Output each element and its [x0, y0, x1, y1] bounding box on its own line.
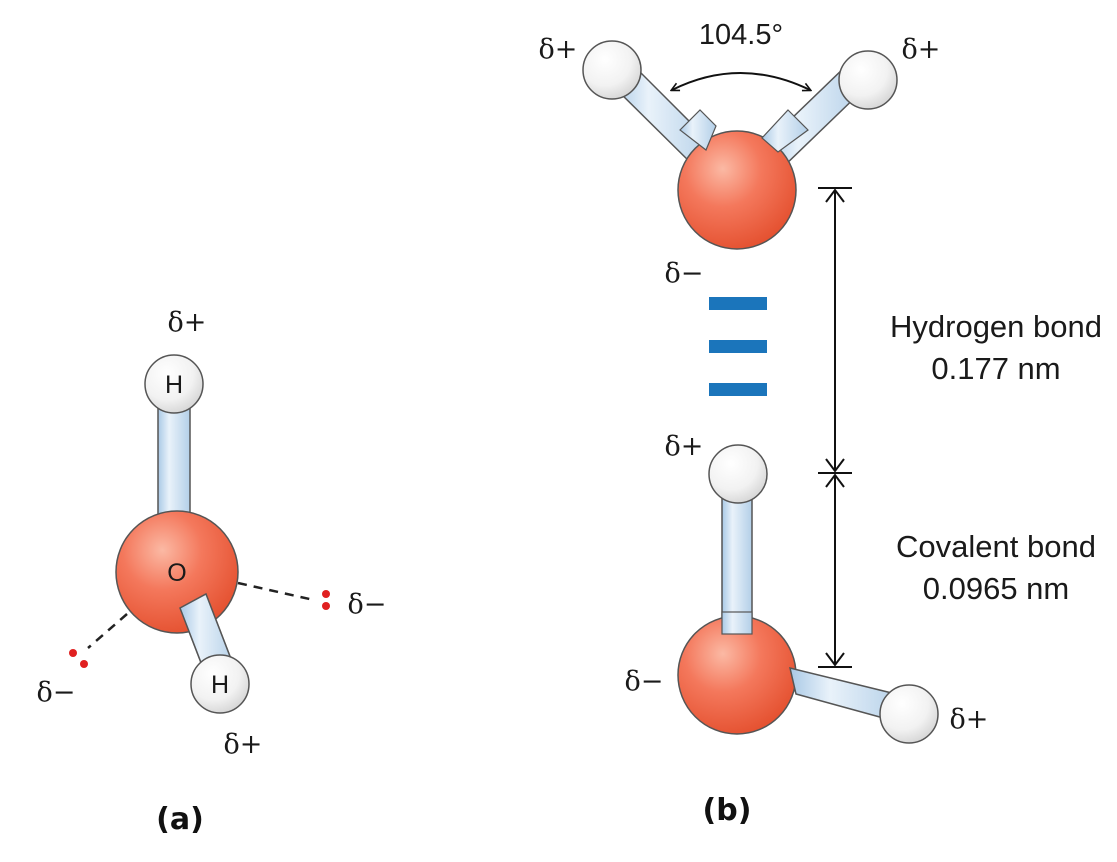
- panel-b-lower-top-hydrogen-atom: [708, 444, 768, 504]
- hydrogen-bond-label: Hydrogen bond: [890, 309, 1102, 344]
- panel-b-delta-lower-oxygen: δ−: [625, 666, 664, 697]
- panel-a-label: (a): [156, 802, 204, 837]
- hydrogen-bond-length: 0.177 nm: [931, 351, 1060, 386]
- panel-b-delta-lower-right: δ+: [950, 704, 989, 735]
- panel-b-upper-oxygen-atom: [677, 130, 797, 250]
- panel-a-left-lone-pair-dots: [69, 649, 88, 668]
- panel-a-delta-top: δ+: [168, 307, 207, 338]
- panel-a-top-hydrogen-label: H: [165, 371, 183, 399]
- panel-a-top-hydrogen-atom: [144, 354, 204, 414]
- panel-b-bond-angle-arc: [672, 72, 810, 90]
- panel-a-delta-left: δ−: [37, 677, 76, 708]
- panel-a-bottom-hydrogen-atom: [190, 654, 250, 714]
- panel-b-hydrogen-bond-dashes: [709, 297, 767, 396]
- panel-a-bottom-hydrogen-label: H: [211, 671, 229, 699]
- panel-b-lower-right-hydrogen-atom: [879, 684, 939, 744]
- covalent-bond-length: 0.0965 nm: [923, 571, 1070, 606]
- panel-b-distance-measure: [818, 187, 852, 668]
- panel-a-oxygen-label: O: [167, 559, 186, 587]
- panel-b-bond-angle-label: 104.5°: [699, 19, 783, 51]
- panel-b-upper-right-hydrogen-atom: [838, 50, 898, 110]
- panel-b-label: (b): [703, 793, 752, 828]
- panel-a-delta-right: δ−: [348, 589, 387, 620]
- panel-b-delta-top-right: δ+: [902, 34, 941, 65]
- panel-a-delta-bottom: δ+: [224, 729, 263, 760]
- covalent-bond-label: Covalent bond: [896, 529, 1096, 564]
- panel-b-delta-top-left: δ+: [539, 34, 578, 65]
- panel-a-right-lone-pair-line: [237, 581, 315, 602]
- panel-b-delta-lower-hydrogen: δ+: [665, 431, 704, 462]
- panel-b-upper-left-hydrogen-atom: [582, 40, 642, 100]
- panel-b-delta-upper-oxygen: δ−: [665, 258, 704, 289]
- panel-a-right-lone-pair-dots: [322, 590, 330, 610]
- panel-b: 104.5° δ+ δ+ δ− δ+ δ− δ+: [539, 19, 1102, 828]
- panel-a: O H H δ+ δ− δ− δ+ (a): [37, 307, 387, 837]
- panel-a-left-lone-pair-line: [87, 613, 128, 649]
